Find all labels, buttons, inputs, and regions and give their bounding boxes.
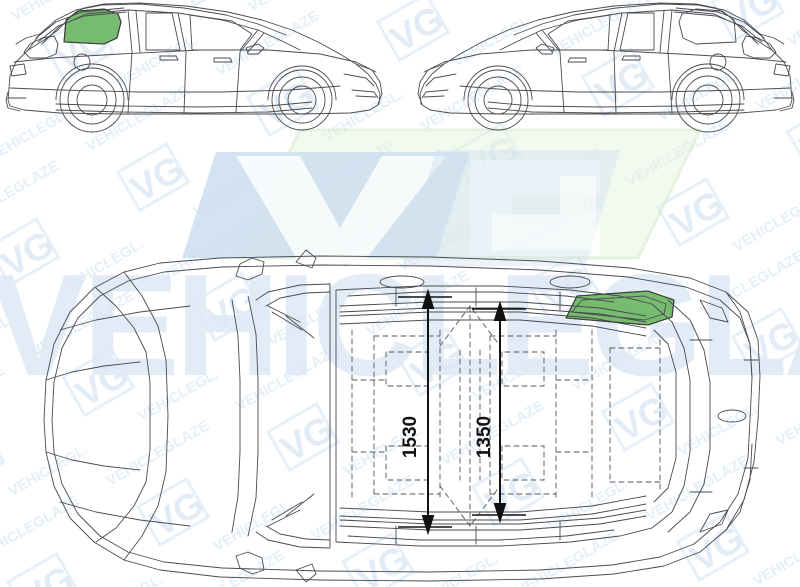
interior-dashed-layout — [351, 305, 661, 527]
view-top-plan — [43, 249, 761, 583]
view-side-right — [417, 2, 795, 133]
dimension-1530 — [398, 288, 452, 536]
view-side-left — [5, 2, 383, 133]
wheel-rear — [59, 67, 125, 133]
dimension-label-1530: 1530 — [400, 416, 421, 458]
dimension-annotations — [398, 288, 526, 536]
watermark-brand-large: VEHICLEGLAZE — [0, 244, 800, 406]
wheel-front — [271, 69, 333, 131]
dimension-label-1350: 1350 — [474, 416, 495, 458]
dimension-1350 — [472, 300, 526, 524]
watermark-logo-large: VG — [182, 150, 620, 266]
